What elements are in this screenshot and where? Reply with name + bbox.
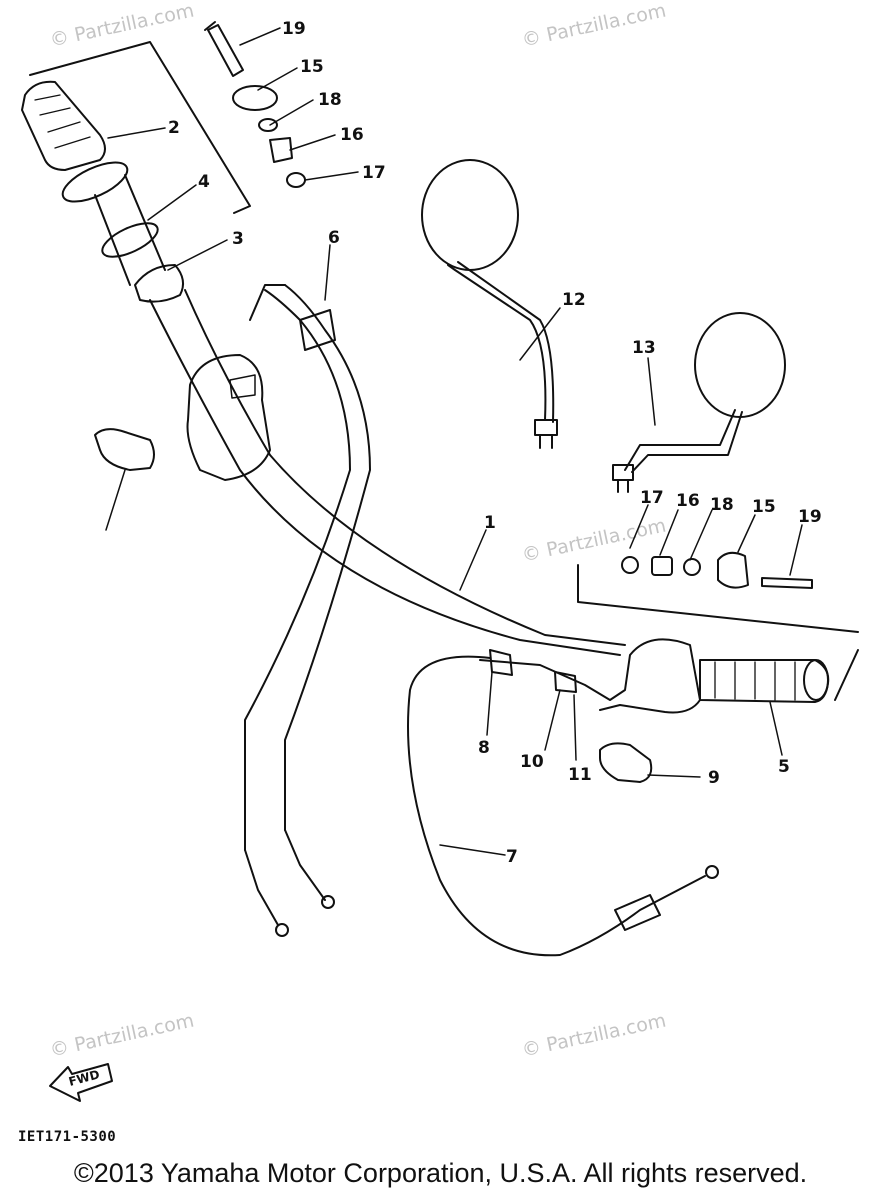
callout-number: 13 xyxy=(632,338,656,358)
callout-number: 2 xyxy=(168,118,180,138)
callout-number: 15 xyxy=(752,497,776,517)
bracket-3 xyxy=(134,264,185,303)
callout-number: 6 xyxy=(328,228,340,248)
callout-number: 9 xyxy=(708,768,720,788)
callout-number: 12 xyxy=(562,290,586,310)
top-fasteners xyxy=(204,21,306,188)
fwd-arrow xyxy=(49,1063,113,1102)
callout-number: 16 xyxy=(676,491,700,511)
callout-number: 10 xyxy=(520,752,544,772)
callout-number: 19 xyxy=(798,507,822,527)
callout-number: 1 xyxy=(484,513,496,533)
mirror-12-stem xyxy=(447,264,547,421)
callout-number: 17 xyxy=(640,488,664,508)
right-grip xyxy=(699,659,830,703)
left-switch-housing xyxy=(186,354,271,481)
callout-number: 3 xyxy=(232,229,244,249)
callout-numbers: 19 15 18 16 17 2 4 3 6 12 13 1 17 16 18 … xyxy=(168,19,822,867)
clutch-cable xyxy=(407,655,706,957)
callout-number: 5 xyxy=(778,757,790,777)
right-fasteners xyxy=(621,551,813,589)
callout-number: 18 xyxy=(710,495,734,515)
leader-lines xyxy=(105,27,803,856)
mirror-13-stem xyxy=(624,409,736,471)
right-lever-housing xyxy=(479,638,701,714)
handlebar-tube xyxy=(149,289,626,656)
copyright-notice: ©2013 Yamaha Motor Corporation, U.S.A. A… xyxy=(73,1158,808,1188)
right-knob xyxy=(599,742,653,783)
mirror-12-head xyxy=(421,159,519,271)
flange-4 xyxy=(101,222,159,258)
right-exploded-box xyxy=(577,564,859,701)
callout-number: 15 xyxy=(300,57,324,77)
callout-number: 19 xyxy=(282,19,306,39)
callout-number: 4 xyxy=(198,172,210,192)
callout-number: 18 xyxy=(318,90,342,110)
figure-code: IET171-5300 xyxy=(18,1129,117,1145)
throttle-cables xyxy=(244,284,371,937)
callout-number: 8 xyxy=(478,738,490,758)
mirror-13-head xyxy=(694,312,786,418)
callout-number: 7 xyxy=(506,847,518,867)
callout-number: 17 xyxy=(362,163,386,183)
left-knob xyxy=(94,428,155,471)
callout-number: 16 xyxy=(340,125,364,145)
left-exploded-box xyxy=(29,41,251,214)
left-grip xyxy=(21,80,166,286)
callout-number: 11 xyxy=(568,765,592,785)
